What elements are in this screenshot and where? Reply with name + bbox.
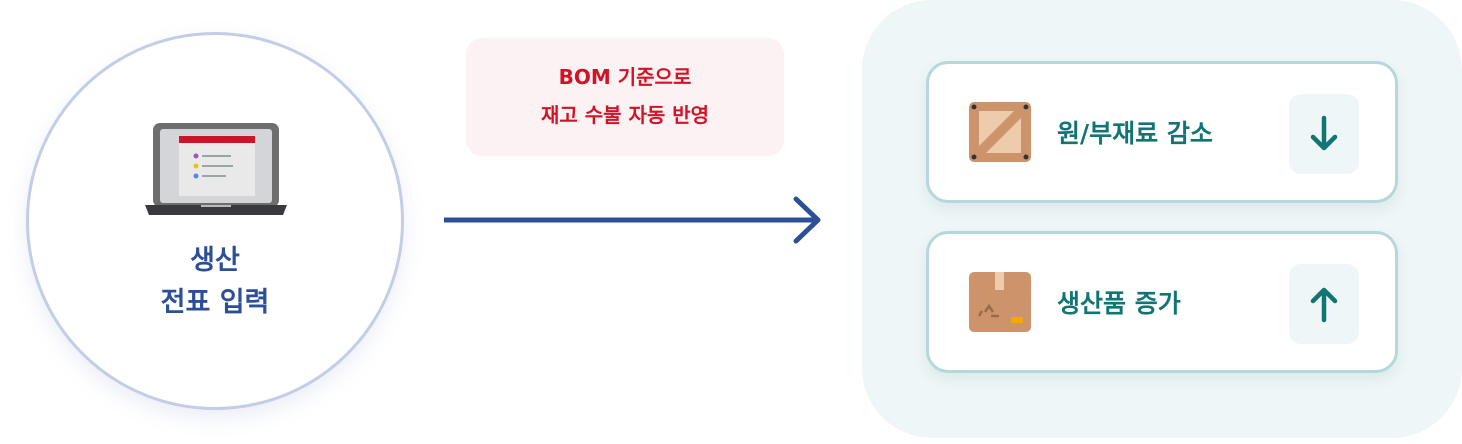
arrow-down-icon: [1310, 115, 1338, 151]
laptop-icon: [145, 123, 287, 215]
arrow-up-icon: [1310, 287, 1338, 323]
result-label: 생산품 증가: [1057, 289, 1181, 318]
source-label-line2: 전표 입력: [160, 287, 270, 318]
box-icon: [969, 272, 1031, 332]
increase-indicator: [1289, 264, 1359, 344]
crate-icon: [969, 102, 1031, 162]
decrease-indicator: [1289, 94, 1359, 174]
result-label: 원/부재료 감소: [1057, 119, 1213, 148]
process-line1: BOM 기준으로: [558, 65, 692, 89]
result-card-materials: 원/부재료 감소: [926, 61, 1398, 203]
arrow-right-icon: [444, 196, 821, 244]
process-line2: 재고 수불 자동 반영: [540, 103, 710, 127]
result-card-products: 생산품 증가: [926, 231, 1398, 373]
results-panel: 원/부재료 감소 생산품 증가: [862, 0, 1462, 438]
source-label-line1: 생산: [190, 245, 240, 276]
process-badge: BOM 기준으로 재고 수불 자동 반영: [466, 38, 784, 156]
